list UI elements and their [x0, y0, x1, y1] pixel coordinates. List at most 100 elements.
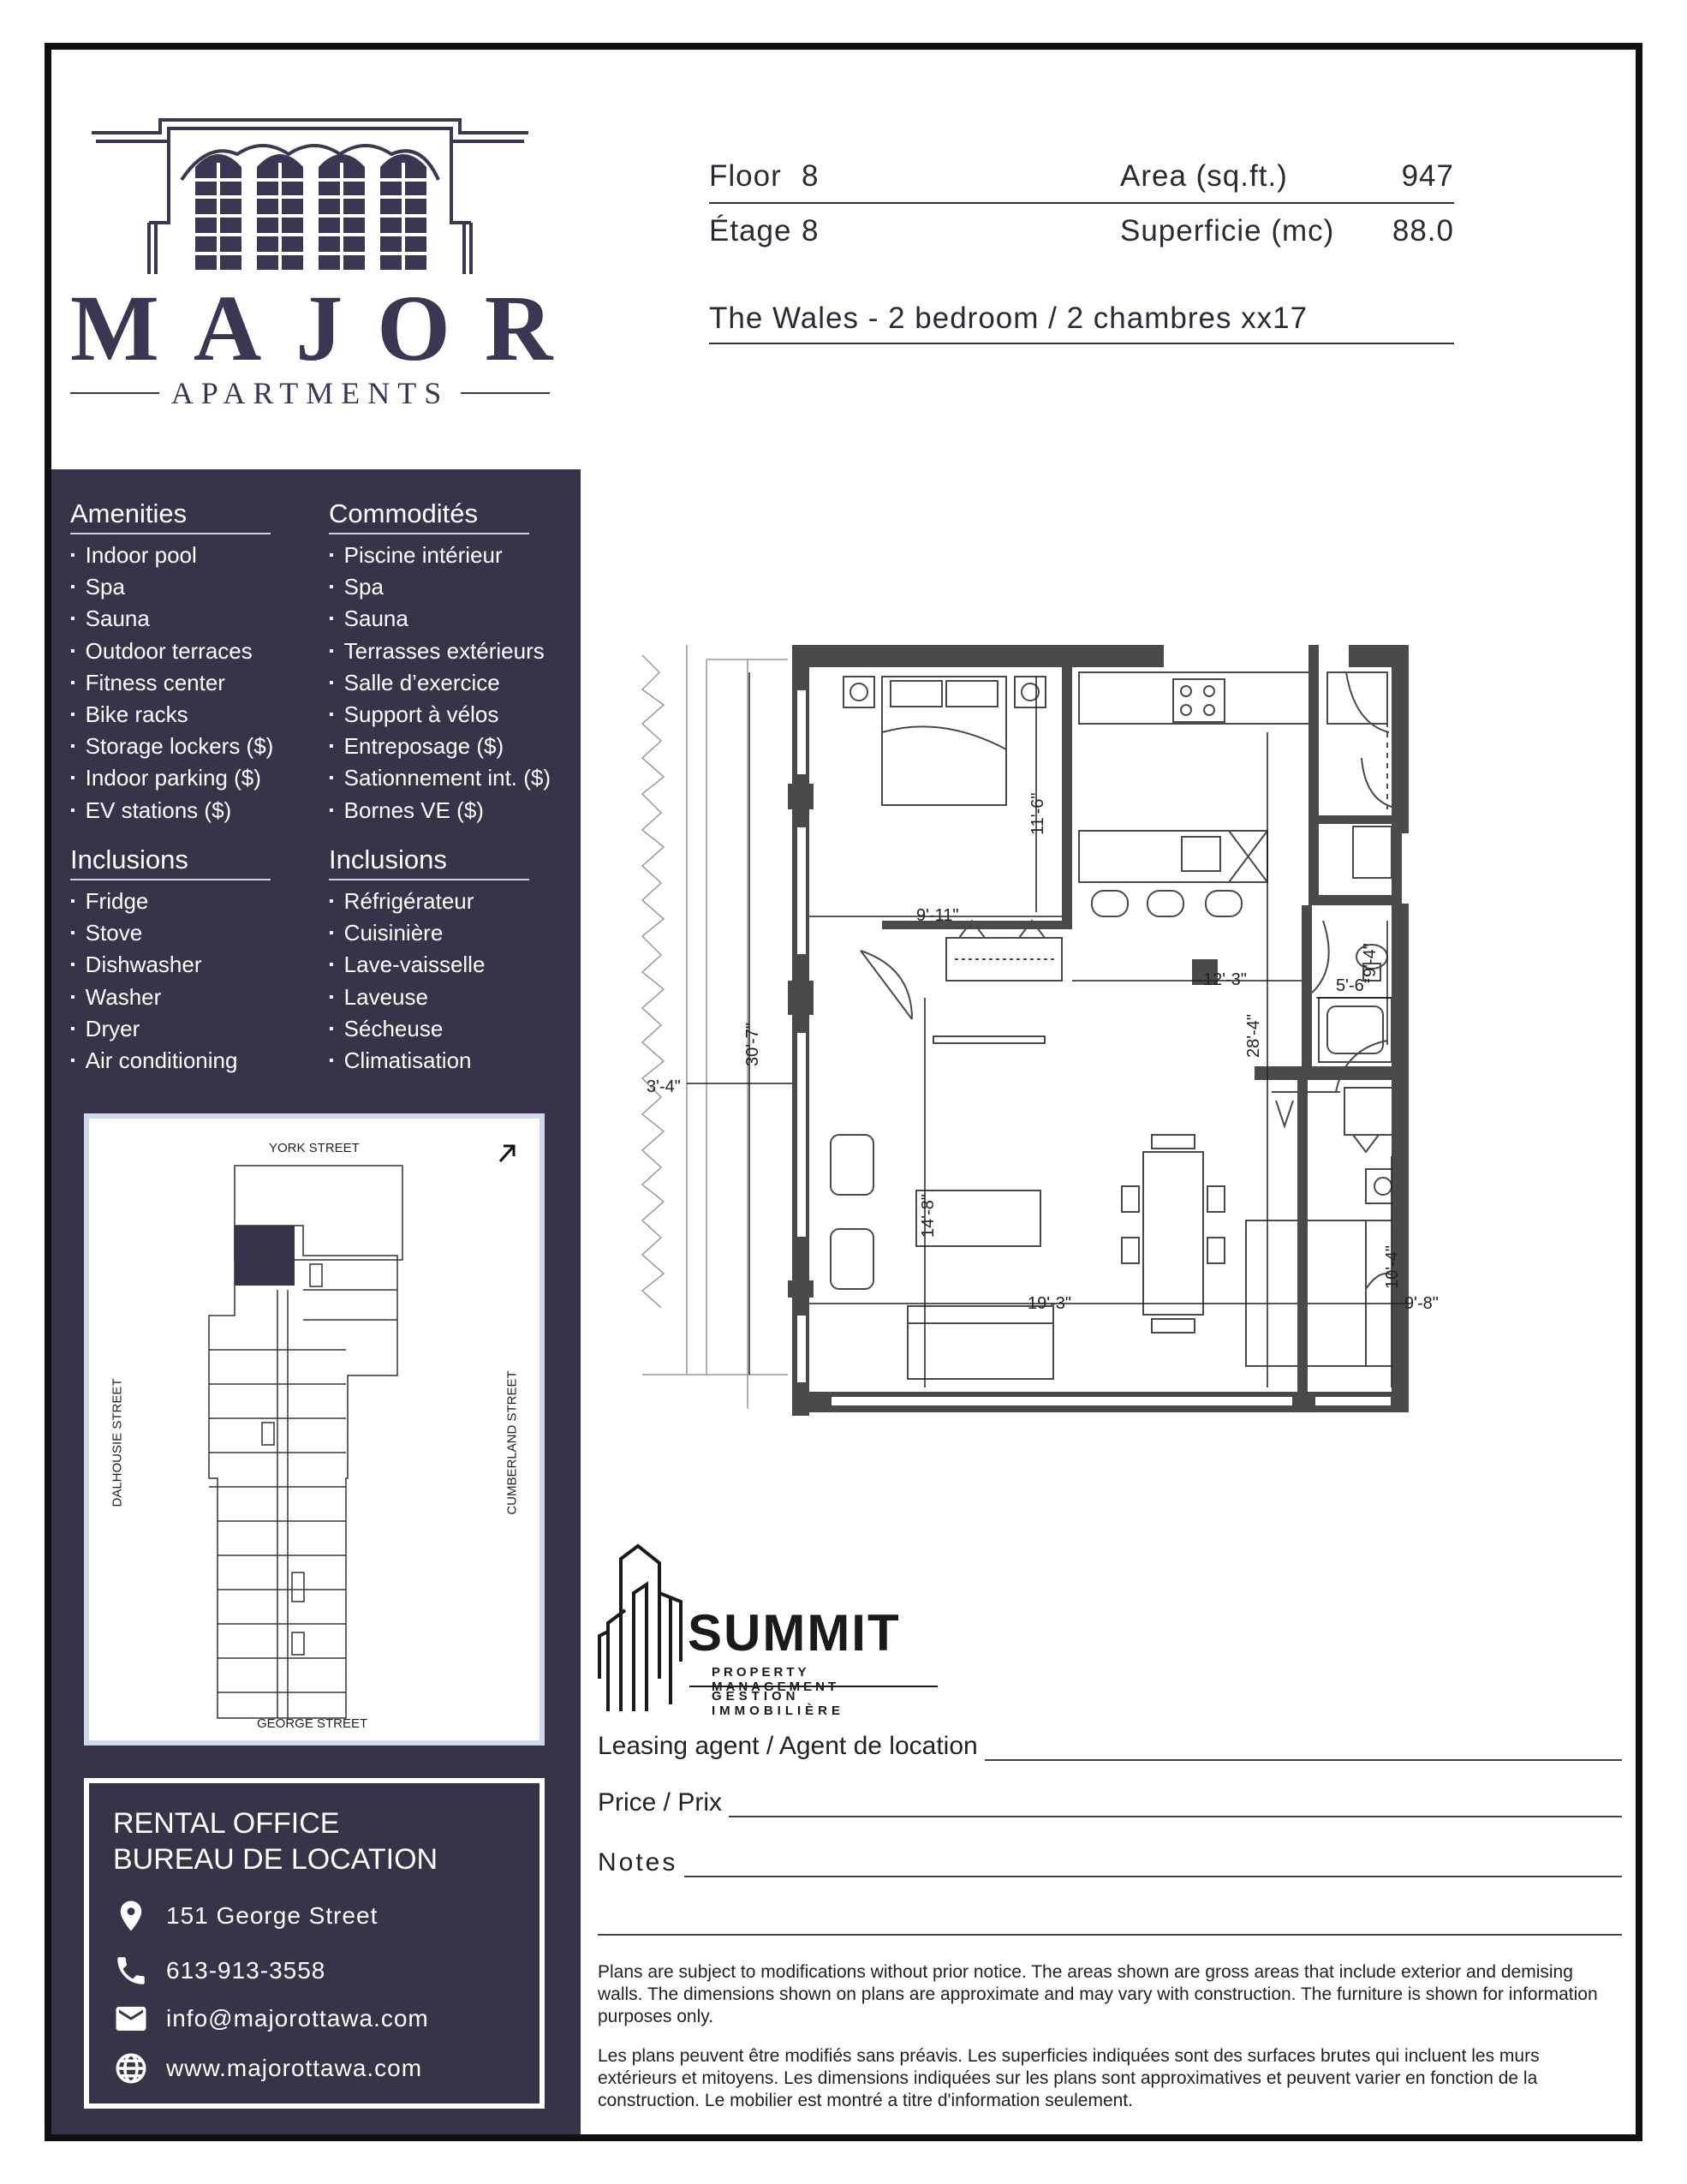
street-east: CUMBERLAND STREET	[504, 1370, 520, 1515]
door-swing	[860, 671, 1410, 1093]
list-item: Bike racks	[70, 701, 276, 732]
summit-line2: GESTION IMMOBILIÈRE	[712, 1689, 844, 1718]
inclusions-fr: Inclusions Réfrigérateur Cuisinière Lave…	[329, 844, 534, 1078]
list-item: Salle d’exercice	[329, 669, 534, 701]
price-row: Price / Prix	[598, 1788, 1622, 1817]
summit-buildings-icon	[598, 1543, 683, 1711]
amenities-en: Amenities Indoor pool Spa Sauna Outdoor …	[70, 498, 276, 828]
notes-field[interactable]	[684, 1852, 1622, 1877]
list-item: Dryer	[70, 1015, 276, 1047]
street-south: GEORGE STREET	[257, 1716, 368, 1731]
dim-living-width: 19'-3"	[1028, 1294, 1071, 1313]
walls	[788, 645, 1409, 1416]
bed-icon	[843, 676, 1046, 806]
dim-balcony-depth: 30'-7"	[743, 1023, 762, 1066]
north-arrow-icon	[498, 1144, 516, 1162]
brand-name: MAJOR	[70, 276, 587, 380]
list-item: Entreposage ($)	[329, 732, 534, 764]
bed-icon	[1245, 1087, 1401, 1367]
dim-balcony-width: 3'-4"	[647, 1077, 681, 1096]
summit-logo: SUMMIT PROPERTY MANAGEMENT GESTION IMMOB…	[595, 1542, 938, 1718]
price-field[interactable]	[729, 1792, 1622, 1817]
notes-line[interactable]	[598, 1934, 1622, 1936]
dim-bath-width: 5'-6"	[1336, 976, 1370, 995]
list-item: Stove	[70, 919, 276, 951]
page-frame	[45, 43, 1642, 2141]
agent-field[interactable]	[984, 1735, 1622, 1761]
list-item: EV stations ($)	[70, 797, 276, 828]
inclusions-en: Inclusions Fridge Stove Dishwasher Washe…	[70, 844, 276, 1078]
list-item: Spa	[70, 573, 276, 605]
amenities-title: Amenities	[70, 498, 271, 534]
inclusions-list: Fridge Stove Dishwasher Washer Dryer Air…	[70, 887, 276, 1078]
location-pin-icon	[120, 1901, 142, 1931]
list-item: Terrasses extérieurs	[329, 637, 545, 669]
planter	[641, 645, 788, 1409]
dim-living-height: 28'-4"	[1244, 1014, 1263, 1058]
list-item: Fridge	[70, 887, 276, 919]
bathroom-fixtures	[1318, 671, 1392, 1063]
list-item: Sauna	[329, 605, 534, 636]
windows	[796, 689, 1392, 1407]
inclusions-list-fr: Réfrigérateur Cuisinière Lave-vaisselle …	[329, 887, 534, 1078]
list-item: Fitness center	[70, 669, 276, 701]
street-west: DALHOUSIE STREET	[110, 1378, 125, 1507]
dim-kitchen-width: 12'-3"	[1203, 970, 1247, 989]
list-item: Climatisation	[329, 1047, 534, 1078]
dim-bedroom1-width: 9'-11"	[916, 906, 958, 925]
major-logo: MAJOR APARTMENTS	[70, 103, 587, 411]
notes-label: Notes	[598, 1848, 678, 1877]
mail-icon	[116, 2007, 146, 2031]
office-title: RENTAL OFFICE	[113, 1807, 340, 1840]
list-item: Sécheuse	[329, 1015, 534, 1047]
list-item: Indoor parking ($)	[70, 764, 276, 796]
dim-living-depth: 14'-8"	[919, 1194, 938, 1238]
list-item: Dishwasher	[70, 951, 276, 982]
amenities-list-fr: Piscine intérieur Spa Sauna Terrasses ex…	[329, 541, 551, 828]
unit-location	[235, 1226, 295, 1286]
closet	[945, 919, 1063, 982]
price-label: Price / Prix	[598, 1788, 723, 1817]
phone-row: 613-913-3558	[113, 1953, 325, 1989]
inclusions-title: Inclusions	[70, 844, 271, 880]
globe-icon	[116, 2053, 146, 2084]
phone-icon	[117, 1957, 145, 1984]
floor-plan: 9'-11" 11'-6" 12'-3" 9'-4" 5'-6" 30'-7" …	[634, 638, 1576, 1435]
site-map: YORK STREET GEORGE STREET DALHOUSIE STRE…	[84, 1113, 545, 1745]
list-item: Sationnement int. ($)	[329, 764, 551, 796]
website-row: www.majorottawa.com	[113, 2050, 422, 2086]
list-item: Sauna	[70, 605, 276, 636]
disclaimer-en: Plans are subject to modifications witho…	[598, 1962, 1598, 2026]
notes-row: Notes	[598, 1848, 1622, 1877]
amenities-fr: Commodités Piscine intérieur Spa Sauna T…	[329, 498, 551, 828]
summit-name: SUMMIT	[688, 1604, 901, 1662]
sidebar: Amenities Indoor pool Spa Sauna Outdoor …	[51, 469, 581, 2134]
email-row: info@majorottawa.com	[113, 2001, 429, 2037]
list-item: Bornes VE ($)	[329, 797, 534, 828]
inclusions-title-fr: Inclusions	[329, 844, 529, 880]
list-item: Laveuse	[329, 983, 534, 1015]
list-item: Spa	[329, 573, 534, 605]
office-email[interactable]: info@majorottawa.com	[166, 2005, 429, 2032]
list-item: Indoor pool	[70, 541, 276, 573]
list-item: Lave-vaisselle	[329, 951, 534, 982]
dim-bedroom2-width: 9'-8"	[1404, 1294, 1439, 1313]
office-phone[interactable]: 613-913-3558	[166, 1957, 326, 1984]
brand-subtitle: APARTMENTS	[70, 375, 550, 411]
dim-bath-depth: 9'-4"	[1361, 943, 1380, 977]
amenities-list: Indoor pool Spa Sauna Outdoor terraces F…	[70, 541, 276, 828]
kitchen-counter	[1078, 671, 1311, 917]
living-furniture	[830, 1035, 1225, 1380]
office-title-fr: BUREAU DE LOCATION	[113, 1843, 438, 1876]
rental-office: RENTAL OFFICE BUREAU DE LOCATION 151 Geo…	[84, 1778, 545, 2109]
list-item: Cuisinière	[329, 919, 534, 951]
list-item: Air conditioning	[70, 1047, 276, 1078]
office-website[interactable]: www.majorottawa.com	[166, 2055, 423, 2081]
site-map-drawing	[208, 1144, 516, 1719]
list-item: Piscine intérieur	[329, 541, 534, 573]
office-address: 151 George Street	[166, 1902, 379, 1929]
list-item: Washer	[70, 983, 276, 1015]
list-item: Réfrigérateur	[329, 887, 534, 919]
divider	[709, 343, 1454, 344]
divider	[689, 1686, 938, 1687]
